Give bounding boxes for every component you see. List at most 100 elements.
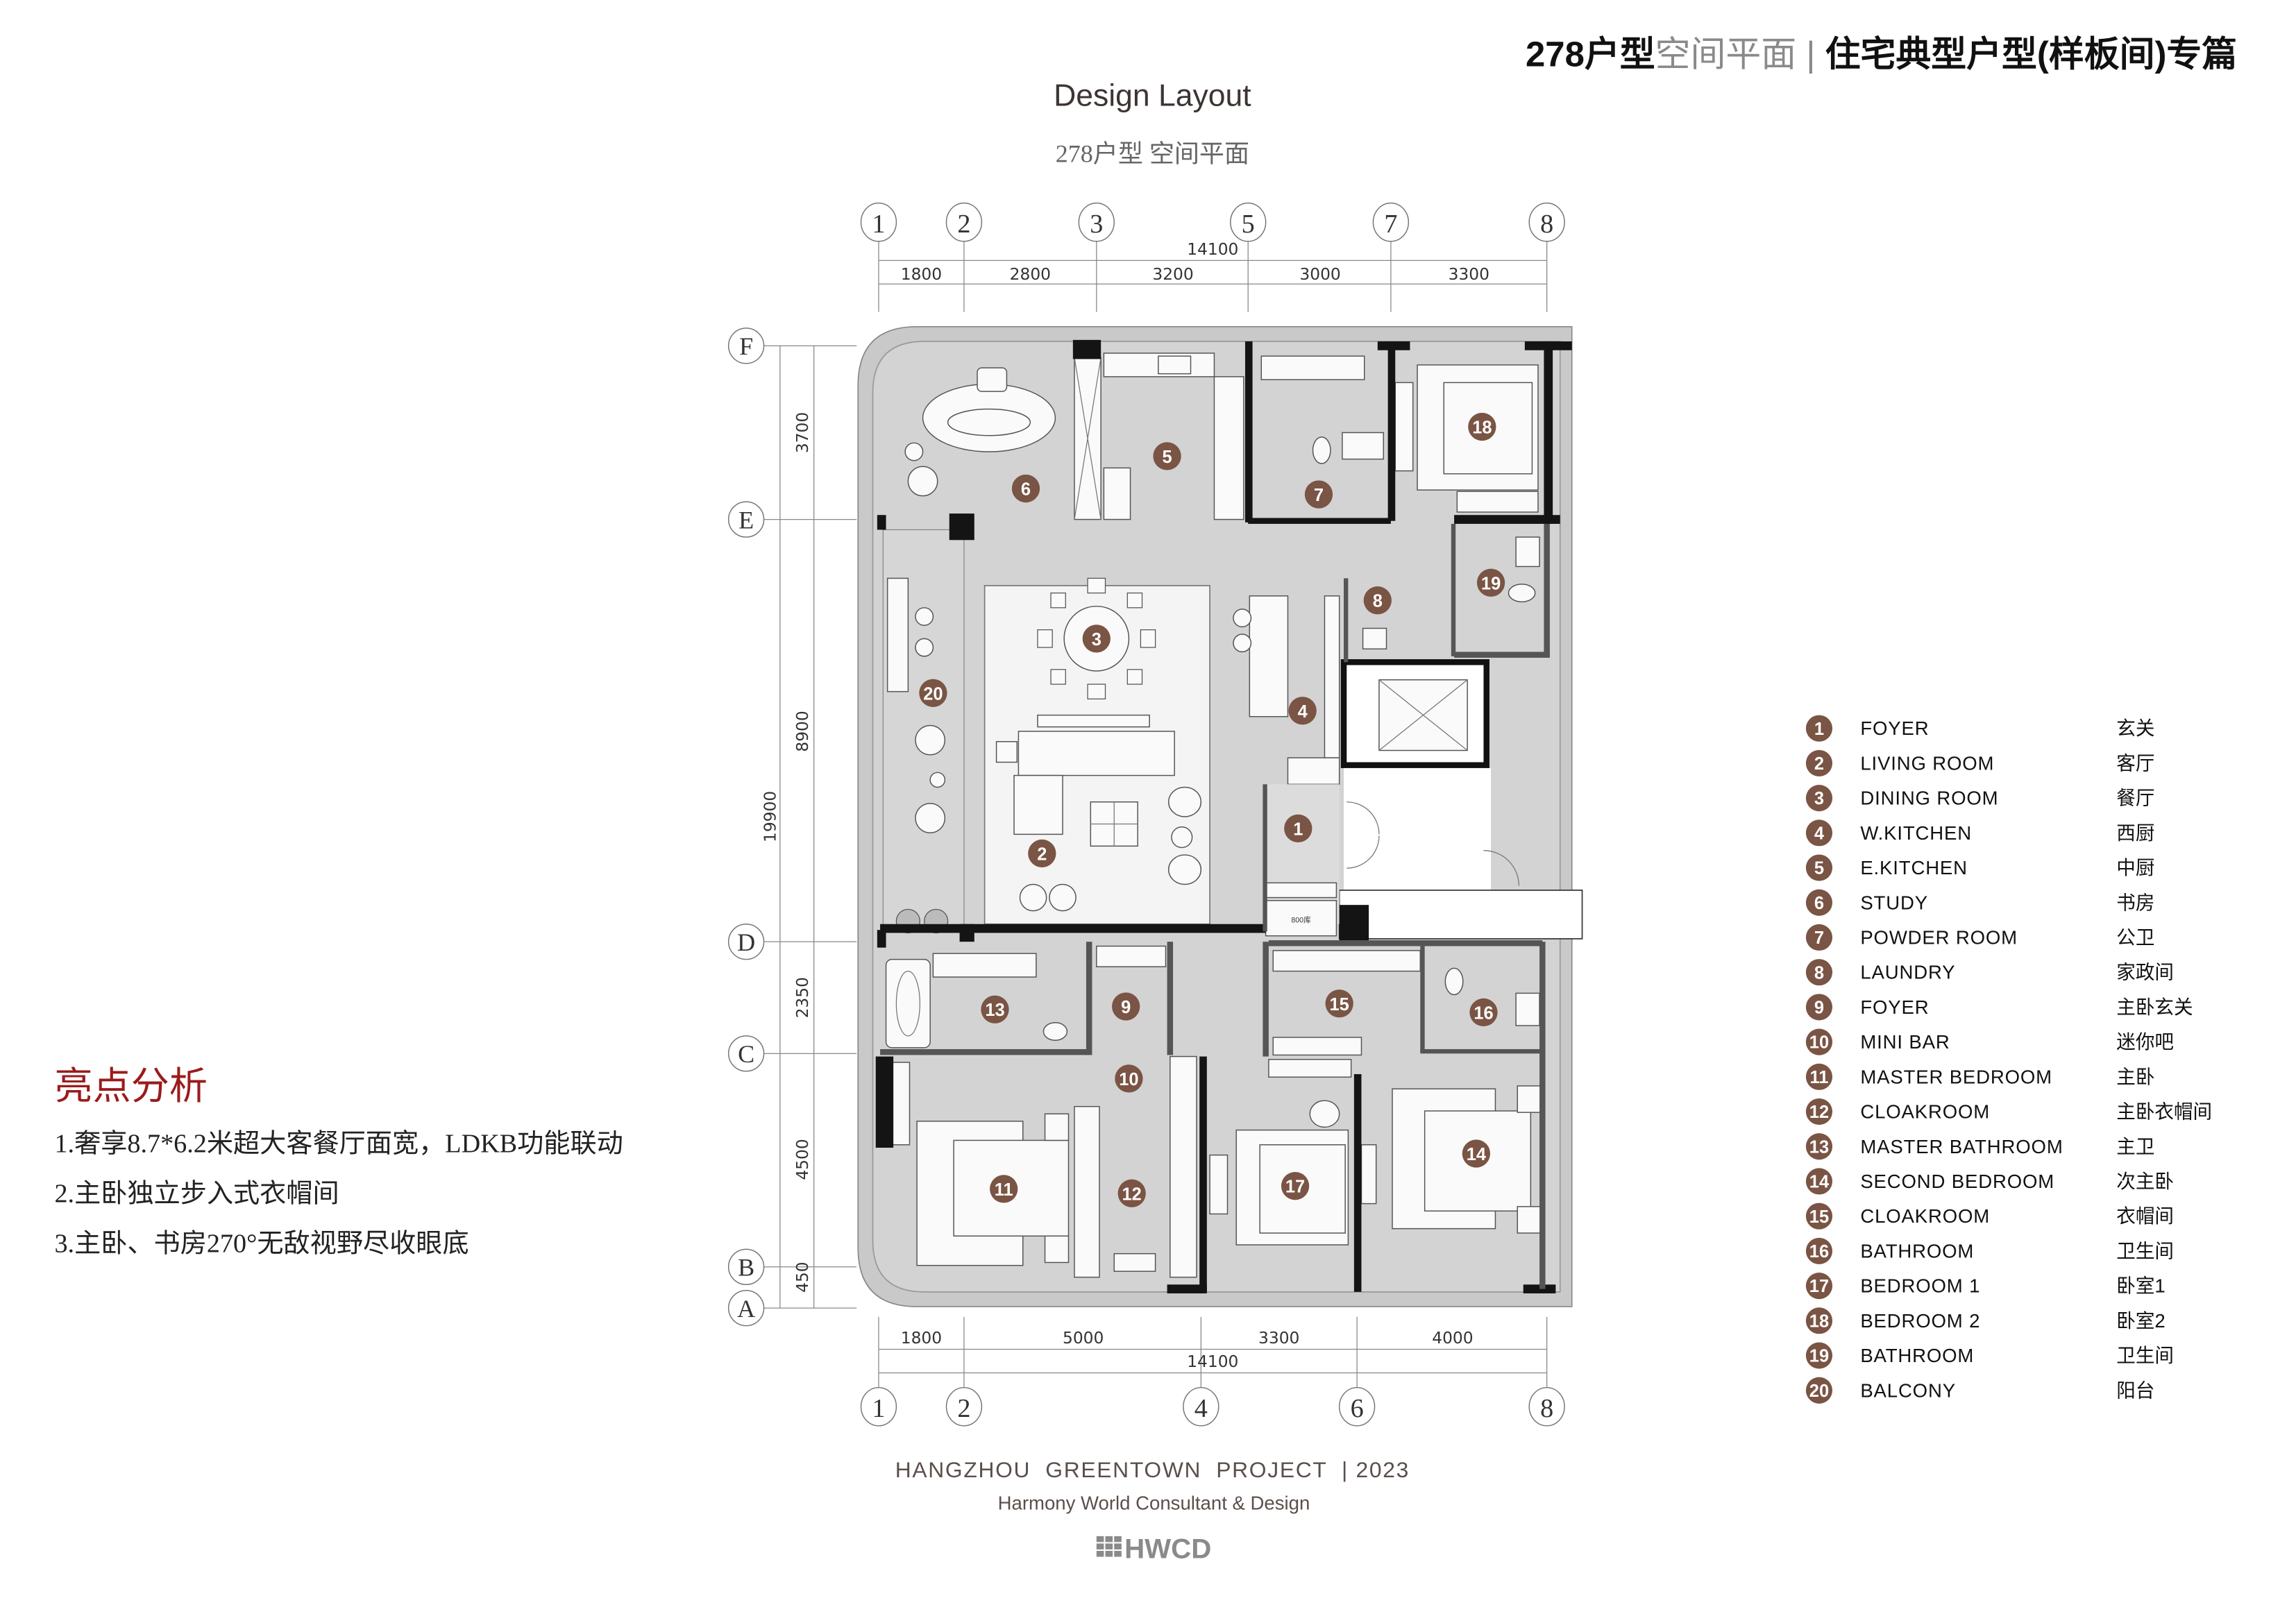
legend-name-zh: 西厨 bbox=[2116, 822, 2154, 844]
legend-name-en: CLOAKROOM bbox=[1860, 1205, 1990, 1227]
legend-name-zh: 卫生间 bbox=[2116, 1345, 2174, 1366]
legend-name-en: MASTER BATHROOM bbox=[1860, 1136, 2063, 1157]
room-marker-label: 8 bbox=[1373, 592, 1383, 611]
legend-number: 4 bbox=[1814, 824, 1825, 843]
legend-number-badge bbox=[1805, 1203, 1833, 1230]
legend-number: 15 bbox=[1809, 1207, 1829, 1227]
cloak-12-island bbox=[1113, 1252, 1156, 1272]
room-marker-10 bbox=[1115, 1064, 1143, 1093]
legend-number-badge bbox=[1805, 1237, 1833, 1264]
dimension-left: 4500 bbox=[793, 1139, 812, 1180]
storage-800 bbox=[1265, 900, 1337, 937]
legend-number-badge bbox=[1805, 1098, 1833, 1125]
grid-label-top: 1 bbox=[872, 210, 885, 239]
legend-name-zh: 次主卧 bbox=[2116, 1171, 2174, 1192]
wardrobe-18 bbox=[1456, 491, 1539, 513]
layout-title: Design Layout bbox=[1054, 79, 1251, 113]
legend-item: 4 W.KITCHEN 西厨 bbox=[1805, 819, 2154, 847]
grid-bubble bbox=[727, 1289, 765, 1327]
room-marker-15 bbox=[1325, 989, 1353, 1018]
lobby-area bbox=[1338, 890, 1583, 940]
balcony-table bbox=[929, 772, 946, 788]
legend-name-en: LIVING ROOM bbox=[1860, 752, 1994, 774]
dimension-bottom: 5000 bbox=[1063, 1329, 1104, 1348]
room-marker-label: 12 bbox=[1122, 1184, 1142, 1204]
vanity-19 bbox=[1515, 536, 1540, 568]
grid-bubble bbox=[1338, 1386, 1376, 1427]
legend-number: 8 bbox=[1814, 963, 1824, 983]
room-marker-label: 19 bbox=[1481, 574, 1501, 593]
grid-label-left: C bbox=[738, 1040, 754, 1068]
legend-name-en: W.KITCHEN bbox=[1860, 822, 1972, 844]
foyer-9-cabinet bbox=[1096, 945, 1167, 967]
kitchen-cabinet bbox=[1103, 467, 1131, 520]
study-side-table bbox=[904, 442, 924, 461]
highlight-item: 2.主卧独立步入式衣帽间 bbox=[54, 1178, 339, 1208]
room-marker-label: 4 bbox=[1298, 702, 1308, 722]
dimension-left: 450 bbox=[793, 1261, 812, 1293]
side-table bbox=[995, 741, 1018, 763]
dimension-top: 3200 bbox=[1152, 265, 1193, 284]
legend-number-badge bbox=[1805, 1168, 1833, 1195]
dimension-top: 2800 bbox=[1010, 265, 1051, 284]
room-marker-label: 6 bbox=[1021, 480, 1031, 500]
balcony-stool bbox=[915, 607, 934, 626]
grid-label-left: B bbox=[738, 1254, 754, 1282]
legend-name-en: FOYER bbox=[1860, 717, 1929, 739]
grid-bubble bbox=[727, 328, 765, 364]
toilet-13 bbox=[1043, 1022, 1068, 1041]
balcony-bench bbox=[886, 577, 909, 692]
legend-name-en: DINING ROOM bbox=[1860, 788, 1998, 809]
grid-label-bottom: 1 bbox=[872, 1394, 885, 1423]
dimension-top-total: 14100 bbox=[1187, 240, 1238, 259]
legend-number-badge bbox=[1805, 1342, 1833, 1369]
dimension-bottom: 1800 bbox=[901, 1329, 942, 1348]
room-marker-16 bbox=[1469, 998, 1498, 1027]
tv-14 bbox=[1360, 1144, 1377, 1205]
bar-stool bbox=[1233, 609, 1252, 628]
ottoman bbox=[1019, 883, 1047, 912]
legend-name-en: E.KITCHEN bbox=[1860, 857, 1968, 878]
legend-number-badge bbox=[1805, 819, 1833, 847]
legend-name-zh: 玄关 bbox=[2116, 717, 2154, 739]
dimension-bottom-total: 14100 bbox=[1187, 1352, 1238, 1371]
legend-name-en: LAUNDRY bbox=[1860, 962, 1955, 983]
grid-label-top: 3 bbox=[1090, 210, 1103, 239]
coffee-table-lines bbox=[1090, 801, 1138, 847]
kitchen-counter bbox=[1213, 376, 1244, 520]
legend-number-badge bbox=[1805, 994, 1833, 1021]
legend-number: 12 bbox=[1809, 1103, 1829, 1122]
dimension-left-total: 19900 bbox=[761, 791, 780, 842]
pouf bbox=[1171, 826, 1193, 849]
legend-number-badge bbox=[1805, 1133, 1833, 1160]
room-marker-label: 3 bbox=[1092, 630, 1101, 649]
legend-number: 3 bbox=[1814, 789, 1824, 808]
dimension-left: 2350 bbox=[793, 977, 812, 1018]
grid-label-left: F bbox=[739, 332, 753, 360]
cloak-12-rack bbox=[1074, 1105, 1100, 1278]
laundry-machines bbox=[1260, 355, 1365, 380]
grid-bubble bbox=[1078, 202, 1115, 242]
legend-name-en: BALCONY bbox=[1860, 1379, 1956, 1401]
legend-name-zh: 衣帽间 bbox=[2116, 1205, 2174, 1227]
legend-number: 6 bbox=[1814, 894, 1824, 913]
legend-name-zh: 书房 bbox=[2116, 892, 2154, 913]
powder-toilet bbox=[1312, 436, 1331, 464]
room-marker-label: 14 bbox=[1467, 1145, 1487, 1164]
chair-17 bbox=[1309, 1100, 1340, 1128]
room-marker-9 bbox=[1112, 992, 1140, 1021]
wkitchen-cabinet bbox=[1324, 595, 1340, 758]
legend-name-zh: 卧室1 bbox=[2116, 1275, 2165, 1297]
grid-label-bottom: 2 bbox=[957, 1394, 970, 1423]
room-marker-4 bbox=[1288, 697, 1317, 725]
study-desk-top bbox=[947, 408, 1031, 436]
room-marker-label: 15 bbox=[1330, 995, 1349, 1014]
toilet-16 bbox=[1444, 967, 1464, 996]
foyer-cabinet bbox=[1265, 882, 1337, 899]
legend-number-badge bbox=[1805, 715, 1833, 742]
